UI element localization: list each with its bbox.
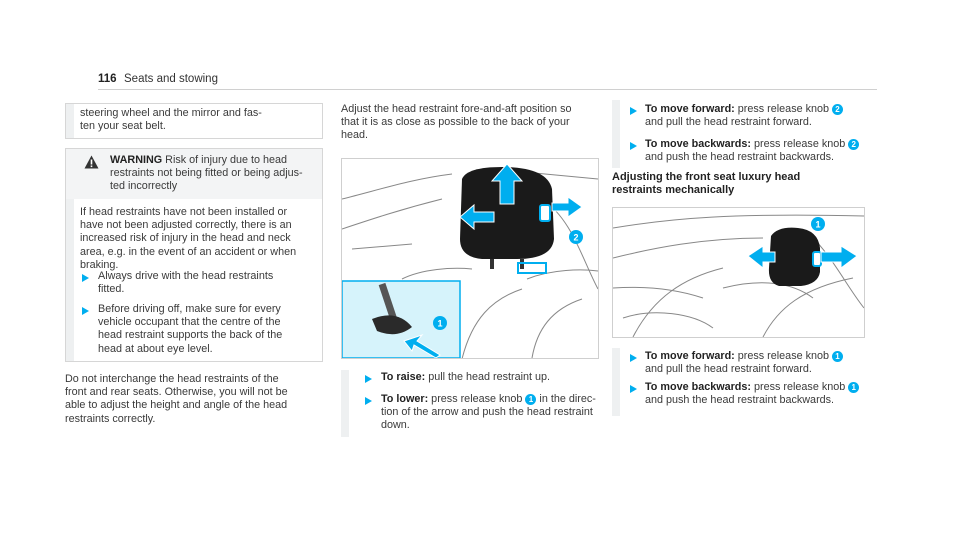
box-side-bar <box>66 199 74 361</box>
warning-body: If head restraints have not been install… <box>80 206 297 271</box>
bullet-arrow-icon <box>630 142 637 150</box>
head-restraint-shape <box>460 167 554 259</box>
luxury-head-restraint-drawing: 1 <box>613 214 864 337</box>
callout-2: 2 <box>573 233 578 243</box>
warning-icon <box>84 155 99 169</box>
bullet-arrow-icon <box>82 274 89 282</box>
warning-bullet-1: Always drive with the head restraints fi… <box>98 270 274 296</box>
head-restraint-drawing: 2 1 <box>342 163 598 358</box>
continuation-line-1: steering wheel and the mirror and fas- <box>80 107 262 119</box>
callout-1: 1 <box>437 319 442 329</box>
warning-header-bg <box>66 149 322 199</box>
warning-bullet-2: Before driving off, make sure for every … <box>98 303 283 355</box>
box-side-bar <box>66 104 74 138</box>
continuation-line-2: ten your seat belt. <box>80 120 166 132</box>
warning-box: WARNING Risk of injury due to head restr… <box>65 148 323 362</box>
step-lower: To lower: press release knob 1 in the di… <box>381 393 596 432</box>
knob-2-badge: 2 <box>848 139 860 150</box>
warning-heading-l1: Risk of injury due to head <box>162 154 288 166</box>
step-bar <box>612 100 620 168</box>
fore-aft-intro: Adjust the head restraint fore-and-aft p… <box>341 103 572 142</box>
knob-1-badge: 1 <box>848 382 860 393</box>
luxury-head-restraint-shape <box>768 227 820 286</box>
bullet-arrow-icon <box>630 385 637 393</box>
warning-heading-l2: restraints not being fitted or being adj… <box>110 167 303 180</box>
warning-label: WARNING <box>110 154 163 166</box>
luxury-head-restraint-illustration: 1 <box>612 207 865 338</box>
section-title: Seats and stowing <box>124 73 218 85</box>
bullet-arrow-icon <box>365 375 372 383</box>
step-bar <box>612 348 620 416</box>
step-backward-knob1: To move backwards: press release knob 1 … <box>645 381 860 407</box>
head-restraint-illustration: 2 1 <box>341 158 599 359</box>
section-heading: Adjusting the front seat luxury head res… <box>612 171 801 197</box>
warning-heading: WARNING Risk of injury due to head restr… <box>110 154 322 194</box>
step-forward-knob1: To move forward: press release knob 1 an… <box>645 350 844 376</box>
header-rule <box>98 89 877 90</box>
callout-1: 1 <box>815 220 820 230</box>
knob-2-badge: 2 <box>832 104 844 115</box>
page-number: 116 <box>98 73 117 85</box>
bullet-arrow-icon <box>630 107 637 115</box>
continuation-box: steering wheel and the mirror and fas- t… <box>65 103 323 139</box>
warning-heading-l3: ted incorrectly <box>110 180 178 193</box>
step-forward-knob2: To move forward: press release knob 2 an… <box>645 103 844 129</box>
bullet-arrow-icon <box>82 307 89 315</box>
knob-1-badge: 1 <box>525 394 537 405</box>
step-raise: To raise: pull the head restraint up. <box>381 371 551 383</box>
knob-1-badge: 1 <box>832 351 844 362</box>
bullet-arrow-icon <box>365 397 372 405</box>
step-bar <box>341 370 349 437</box>
step-backward-knob2: To move backwards: press release knob 2 … <box>645 138 860 164</box>
interchange-note: Do not interchange the head restraints o… <box>65 373 288 425</box>
bullet-arrow-icon <box>630 354 637 362</box>
